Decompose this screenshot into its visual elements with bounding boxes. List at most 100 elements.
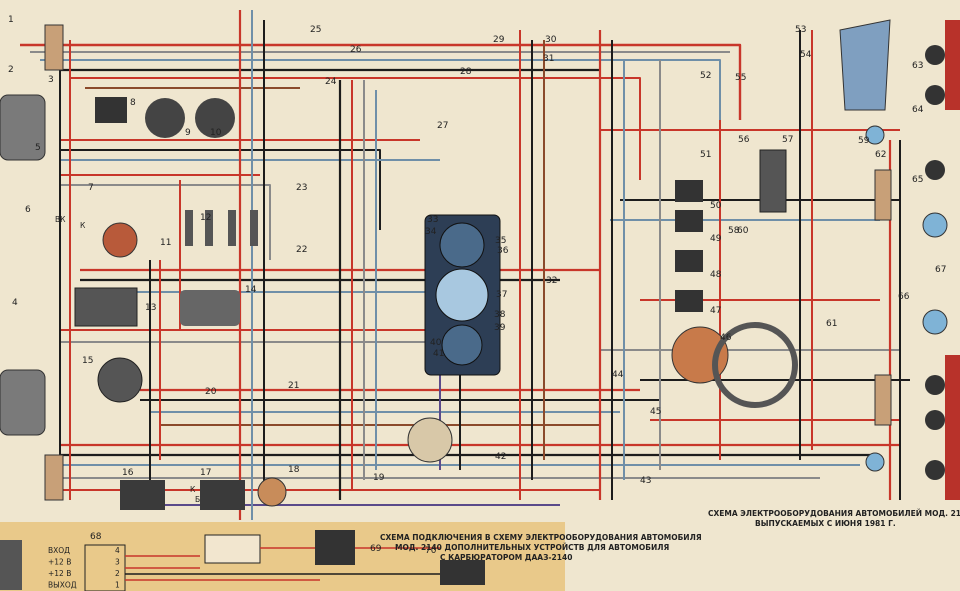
callout-4: 4 <box>12 298 18 308</box>
lamp-67-top <box>922 212 948 238</box>
callout-63: 63 <box>912 61 923 71</box>
callout-10: 10 <box>210 128 222 138</box>
inset-diagram <box>0 530 485 591</box>
connector-table-label: ВХОД <box>48 546 70 555</box>
unit-69 <box>315 530 355 565</box>
connector-table-label: +12 В <box>48 569 71 578</box>
connector-3-right <box>874 169 892 221</box>
callout-40: 40 <box>430 338 442 348</box>
callout-57: 57 <box>782 135 793 145</box>
callout-62: 62 <box>875 150 886 160</box>
callout-25: 25 <box>310 25 321 35</box>
callout-70: 70 <box>425 546 437 556</box>
callout-30: 30 <box>545 35 557 45</box>
callout-21: 21 <box>288 381 299 391</box>
callout-48: 48 <box>710 270 722 280</box>
callout-18: 18 <box>288 465 300 475</box>
ignition-switch-42 <box>407 417 453 463</box>
wire-mark: К <box>80 221 86 230</box>
heater-control-57 <box>759 149 787 213</box>
lamp-65-rear <box>925 375 945 395</box>
callout-65: 65 <box>912 175 923 185</box>
spark-plug-3 <box>228 210 236 246</box>
switch-47 <box>675 290 703 312</box>
callout-51: 51 <box>700 150 711 160</box>
callout-68: 68 <box>90 532 102 542</box>
callout-23: 23 <box>296 183 307 193</box>
callout-56: 56 <box>738 135 750 145</box>
tail-lamp-top <box>945 20 960 110</box>
callout-67: 67 <box>935 265 946 275</box>
connector-table-pin: 3 <box>115 558 120 567</box>
components <box>0 19 960 510</box>
callout-15: 15 <box>82 356 93 366</box>
horn-9 <box>145 98 185 138</box>
callout-59: 59 <box>858 136 870 146</box>
callout-29: 29 <box>493 35 505 45</box>
callout-3: 3 <box>48 75 54 85</box>
callout-69: 69 <box>370 544 382 554</box>
spark-plug-2 <box>205 210 213 246</box>
callout-66: 66 <box>898 292 910 302</box>
callout-1: 1 <box>8 15 14 25</box>
callout-31: 31 <box>543 54 554 64</box>
callout-2: 2 <box>8 65 14 75</box>
headlight-left-bottom <box>0 369 46 436</box>
generator-15 <box>97 357 143 403</box>
gauge-lower <box>441 324 483 366</box>
callout-6: 6 <box>25 205 31 215</box>
callout-12: 12 <box>200 213 211 223</box>
callout-53: 53 <box>795 25 806 35</box>
callout-64: 64 <box>912 105 924 115</box>
spark-plug-4 <box>250 210 258 246</box>
switch-50 <box>675 180 703 202</box>
callout-19: 19 <box>373 473 385 483</box>
connector-table-pin: 4 <box>115 546 120 555</box>
gauge-upper <box>439 222 485 268</box>
lamp-64 <box>925 85 945 105</box>
connector-table-pin: 2 <box>115 569 120 578</box>
headlight-left-top <box>0 94 46 161</box>
callout-24: 24 <box>325 77 337 87</box>
callout-28: 28 <box>460 67 472 77</box>
lamp-63 <box>925 45 945 65</box>
wire-mark: К <box>190 485 196 494</box>
callout-16: 16 <box>122 468 134 478</box>
connector-table-label: +12 В <box>48 558 71 567</box>
callout-50: 50 <box>710 201 722 211</box>
fuse-block-19-inset <box>204 534 261 564</box>
wire-mark: ВК <box>55 215 66 224</box>
callout-41: 41 <box>433 349 444 359</box>
connector-3-right-rear <box>874 374 892 426</box>
starter-14 <box>180 290 240 326</box>
callout-43: 43 <box>640 476 651 486</box>
connector-table-pin: 1 <box>115 581 120 590</box>
inset-caption-line1: СХЕМА ПОДКЛЮЧЕНИЯ В СХЕМУ ЭЛЕКТРООБОРУДО… <box>380 533 702 542</box>
switch-49 <box>675 210 703 232</box>
tail-lamp-bottom <box>945 355 960 500</box>
callout-42: 42 <box>495 452 506 462</box>
callout-55: 55 <box>735 73 746 83</box>
callout-9: 9 <box>185 128 191 138</box>
callout-14: 14 <box>245 285 257 295</box>
fuse-box-13 <box>74 287 138 327</box>
callout-45: 45 <box>650 407 661 417</box>
lamp-65 <box>925 160 945 180</box>
callout-22: 22 <box>296 245 307 255</box>
callout-5: 5 <box>35 143 41 153</box>
relay-8 <box>95 97 127 123</box>
main-caption-line1: СХЕМА ЭЛЕКТРООБОРУДОВАНИЯ АВТОМОБИЛЕЙ МО… <box>708 509 960 518</box>
callout-35: 35 <box>495 236 506 246</box>
callout-27: 27 <box>437 121 448 131</box>
lamp-63-rear <box>925 460 945 480</box>
connector-table-label: ВЫХОД <box>48 581 77 590</box>
regulator-17 <box>200 480 245 510</box>
callout-26: 26 <box>350 45 362 55</box>
callout-8: 8 <box>130 98 136 108</box>
callout-44: 44 <box>612 370 624 380</box>
distributor-11 <box>102 222 138 258</box>
callout-33: 33 <box>427 215 438 225</box>
